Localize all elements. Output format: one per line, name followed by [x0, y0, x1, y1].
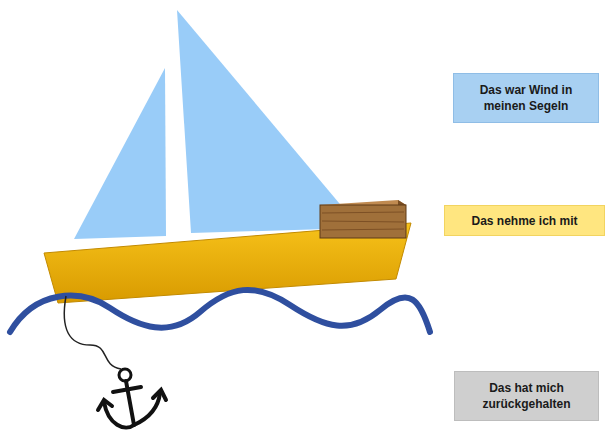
- anchor-symbol: [98, 369, 166, 428]
- waves: [10, 290, 430, 332]
- small-sail: [74, 68, 166, 239]
- wooden-crate: [320, 200, 406, 238]
- wind-box: Das war Wind in meinen Segeln: [453, 73, 599, 123]
- big-sail: [177, 10, 360, 233]
- box-text: Das hat mich zurückgehalten: [461, 380, 592, 412]
- box-text: Das war Wind in meinen Segeln: [460, 82, 592, 114]
- held-back-box: Das hat mich zurückgehalten: [454, 371, 599, 421]
- anchor-rope: [64, 296, 121, 369]
- take-along-box: Das nehme ich mit: [444, 205, 605, 236]
- box-text: Das nehme ich mit: [471, 213, 577, 229]
